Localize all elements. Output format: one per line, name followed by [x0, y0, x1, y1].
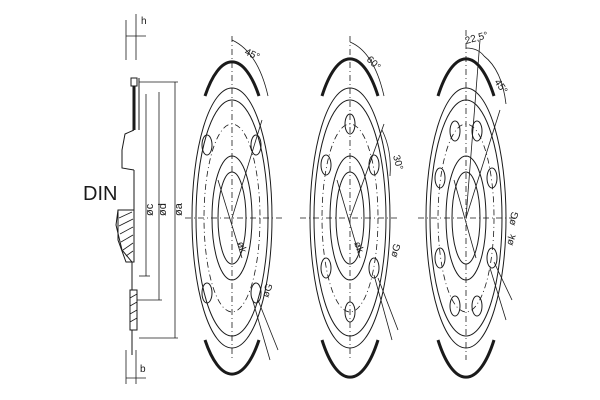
bolt-hole	[368, 154, 380, 176]
hole-label: øG	[260, 282, 275, 299]
bolt-hole	[201, 282, 213, 304]
flange-1-angle-arc	[231, 39, 269, 97]
flange-3-angle-arc-45	[483, 55, 507, 105]
section-hatch	[117, 209, 138, 331]
bolt-hole	[486, 247, 498, 269]
flange-2-angle-ray	[349, 123, 385, 219]
bcd-label: øk	[351, 240, 365, 255]
flange-2-angle-arc-60	[349, 41, 385, 97]
flange-1-hole-leader	[251, 297, 271, 361]
bolt-hole	[471, 120, 483, 142]
flange-3-hole-leader-2	[493, 261, 513, 301]
bolt-hole	[201, 134, 213, 156]
bolt-hole	[434, 167, 446, 189]
flange-top-edge	[130, 77, 138, 87]
flange-1-bcd-leader	[217, 179, 243, 259]
bcd-label: øk	[234, 240, 248, 255]
flange-1-angle-ray	[231, 119, 263, 219]
hole-label: øG	[506, 210, 521, 227]
flange-1-rim-highlight	[203, 60, 261, 97]
neck-outline-bottom	[115, 209, 134, 290]
angle-label: 45°	[243, 47, 261, 63]
dim-label-d: ød	[157, 203, 169, 216]
bolt-hole	[320, 257, 332, 279]
flange-section-view: DIN h	[83, 14, 185, 384]
bolt-hole	[471, 295, 483, 317]
flange-1-hole-leader-2	[257, 299, 279, 351]
flange-2-angle-arc-30	[381, 129, 391, 177]
bolt-hole	[250, 282, 262, 304]
flange-3-rim-highlight-bottom	[436, 339, 496, 379]
flange-3-angle-ray-1	[465, 39, 481, 219]
flange-2-hole-leader	[373, 274, 393, 341]
dim-label-c: øc	[144, 203, 156, 216]
bcd-label: øk	[504, 232, 518, 247]
flange-2-hole-leader-2	[377, 277, 399, 331]
hole-label: øG	[388, 242, 403, 259]
angle-label: 22,5°	[464, 30, 490, 47]
flange-3-angle-arc-22	[465, 47, 485, 57]
flange-2-rim-highlight-bottom	[320, 339, 380, 379]
thickness-label-h: h	[141, 16, 147, 27]
bolt-hole	[449, 120, 461, 142]
flange-view-6-holes: 60° 30° øk øG	[300, 36, 405, 379]
flange-3-rim-highlight	[436, 57, 496, 97]
flange-view-8-holes: 22,5° 45° øk øG	[418, 30, 522, 379]
bolt-hole	[250, 134, 262, 156]
flange-3-angle-ray-2	[465, 109, 501, 219]
flange-3-bcd-leader	[453, 179, 477, 259]
bolt-hole	[449, 295, 461, 317]
neck-outline-top	[121, 129, 135, 171]
bolt-hole	[486, 167, 498, 189]
flange-view-4-holes: 45° øk øG	[185, 36, 282, 376]
din-label: DIN	[83, 183, 117, 205]
angle-label: 30°	[390, 154, 405, 171]
bolt-hole	[320, 154, 332, 176]
flange-1-rim-highlight-bottom	[203, 339, 261, 376]
bolt-hole	[434, 247, 446, 269]
dim-label-a: øa	[173, 202, 185, 216]
flange-3-hole-leader	[489, 267, 507, 321]
flange-2-bcd-leader	[336, 179, 361, 259]
thickness-label-b: b	[140, 364, 146, 375]
bolt-hole	[368, 257, 380, 279]
